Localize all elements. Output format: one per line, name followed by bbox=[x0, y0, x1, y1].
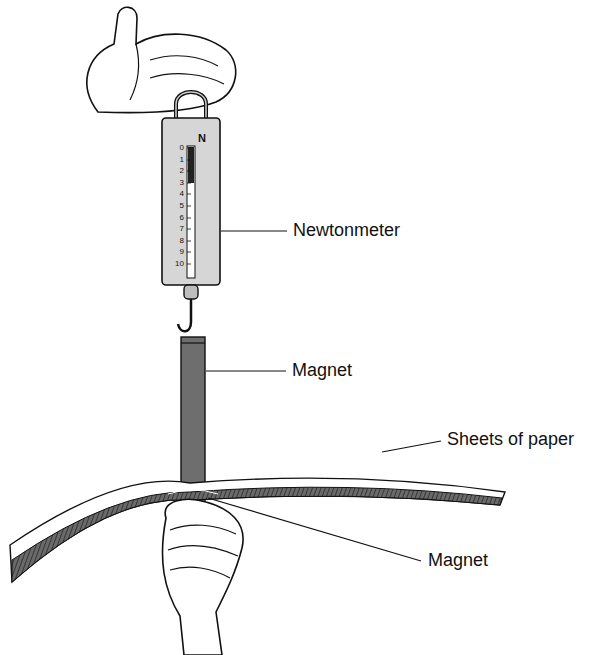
leader-line bbox=[206, 370, 286, 371]
magnet-hanger bbox=[181, 342, 205, 343]
scale-number: 4 bbox=[168, 190, 184, 198]
scale-number: 0 bbox=[168, 144, 184, 152]
part-label: Newtonmeter bbox=[293, 220, 400, 241]
hook-stem bbox=[184, 285, 198, 299]
finger-lines bbox=[130, 44, 224, 100]
scale-number: 6 bbox=[168, 214, 184, 222]
scale-number: 3 bbox=[168, 179, 184, 187]
finger-lines bbox=[168, 525, 238, 578]
hand bbox=[162, 499, 243, 655]
scale-number: 8 bbox=[168, 237, 184, 245]
leader-line bbox=[382, 441, 441, 452]
paper-edges bbox=[12, 487, 502, 582]
scale-number: 10 bbox=[168, 260, 184, 268]
pointer-bar bbox=[188, 147, 194, 183]
scale-number: 7 bbox=[168, 225, 184, 233]
leader-line bbox=[221, 230, 287, 231]
part-label: Magnet bbox=[292, 360, 352, 381]
scale-ticks bbox=[187, 148, 191, 264]
magnet-upper bbox=[181, 337, 205, 487]
scale-number: 1 bbox=[168, 156, 184, 164]
scale-number: 2 bbox=[168, 167, 184, 175]
hook bbox=[178, 299, 191, 331]
leader-line bbox=[208, 498, 421, 561]
unit-symbol: N bbox=[198, 133, 206, 144]
hand bbox=[87, 7, 236, 112]
part-label: Sheets of paper bbox=[447, 429, 574, 450]
paper-bend-lines bbox=[168, 486, 218, 494]
scale-slot bbox=[187, 146, 195, 278]
part-label: Magnet bbox=[428, 550, 488, 571]
newtonmeter-body bbox=[162, 118, 220, 285]
paper-sheets bbox=[10, 478, 505, 582]
scale-number: 9 bbox=[168, 248, 184, 256]
scale-number: 5 bbox=[168, 202, 184, 210]
